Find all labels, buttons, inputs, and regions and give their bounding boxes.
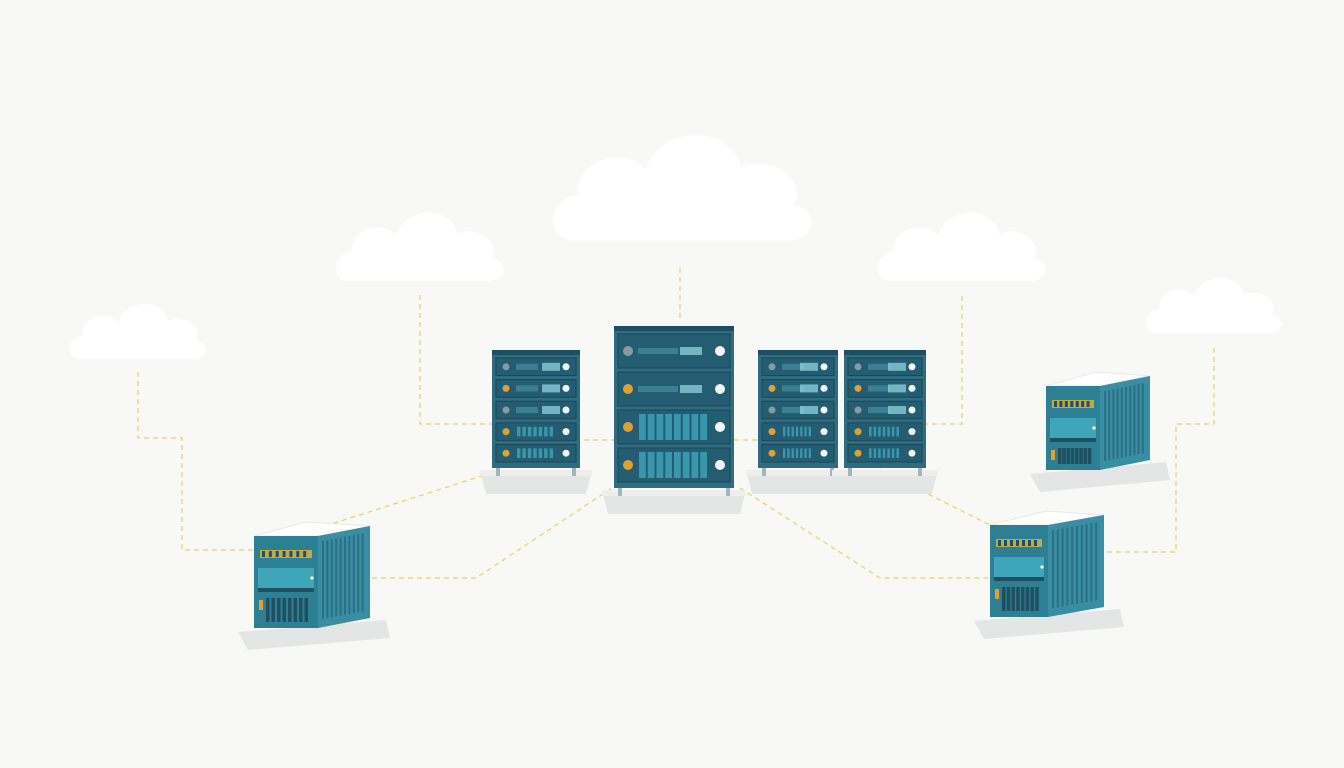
status-led: [502, 363, 510, 371]
server-rack-icon: [746, 350, 850, 494]
power-led: [562, 384, 570, 392]
power-led: [562, 449, 570, 457]
power-led: [715, 346, 725, 356]
status-led: [854, 406, 862, 414]
status-led: [854, 449, 862, 457]
power-led: [820, 406, 828, 414]
cloud-icon: [553, 135, 812, 240]
server-rack-icon: [832, 350, 938, 494]
power-led: [908, 363, 916, 371]
status-led: [502, 428, 510, 436]
power-led: [908, 428, 916, 436]
status-led: [623, 384, 633, 394]
cloud-icon: [878, 213, 1046, 281]
power-led: [820, 428, 828, 436]
power-led: [908, 449, 916, 457]
status-led: [768, 363, 776, 371]
server-rack-icon: [602, 326, 746, 514]
status-led: [854, 363, 862, 371]
server-unit-icon: [974, 510, 1124, 639]
status-led: [768, 384, 776, 392]
server-unit-icon: [1030, 371, 1170, 492]
status-led: [768, 406, 776, 414]
status-led: [502, 384, 510, 392]
power-led: [908, 384, 916, 392]
status-led: [768, 428, 776, 436]
status-led: [502, 449, 510, 457]
status-led: [854, 384, 862, 392]
power-led: [562, 428, 570, 436]
power-led: [562, 406, 570, 414]
server-unit-icon: [238, 521, 390, 650]
power-led: [908, 406, 916, 414]
power-led: [715, 422, 725, 432]
power-led: [820, 449, 828, 457]
power-led: [715, 460, 725, 470]
status-led: [768, 449, 776, 457]
status-led: [623, 346, 633, 356]
device-layer: [238, 326, 1170, 650]
cloud-icon: [1146, 278, 1282, 333]
status-led: [623, 422, 633, 432]
power-led: [715, 384, 725, 394]
cloud-icon: [336, 213, 504, 281]
power-led: [820, 363, 828, 371]
status-led: [623, 460, 633, 470]
power-led: [820, 384, 828, 392]
status-led: [854, 428, 862, 436]
server-rack-icon: [480, 350, 592, 494]
status-led: [502, 406, 510, 414]
cloud-icon: [70, 304, 206, 359]
power-led: [562, 363, 570, 371]
cloud-layer: [70, 135, 1282, 359]
